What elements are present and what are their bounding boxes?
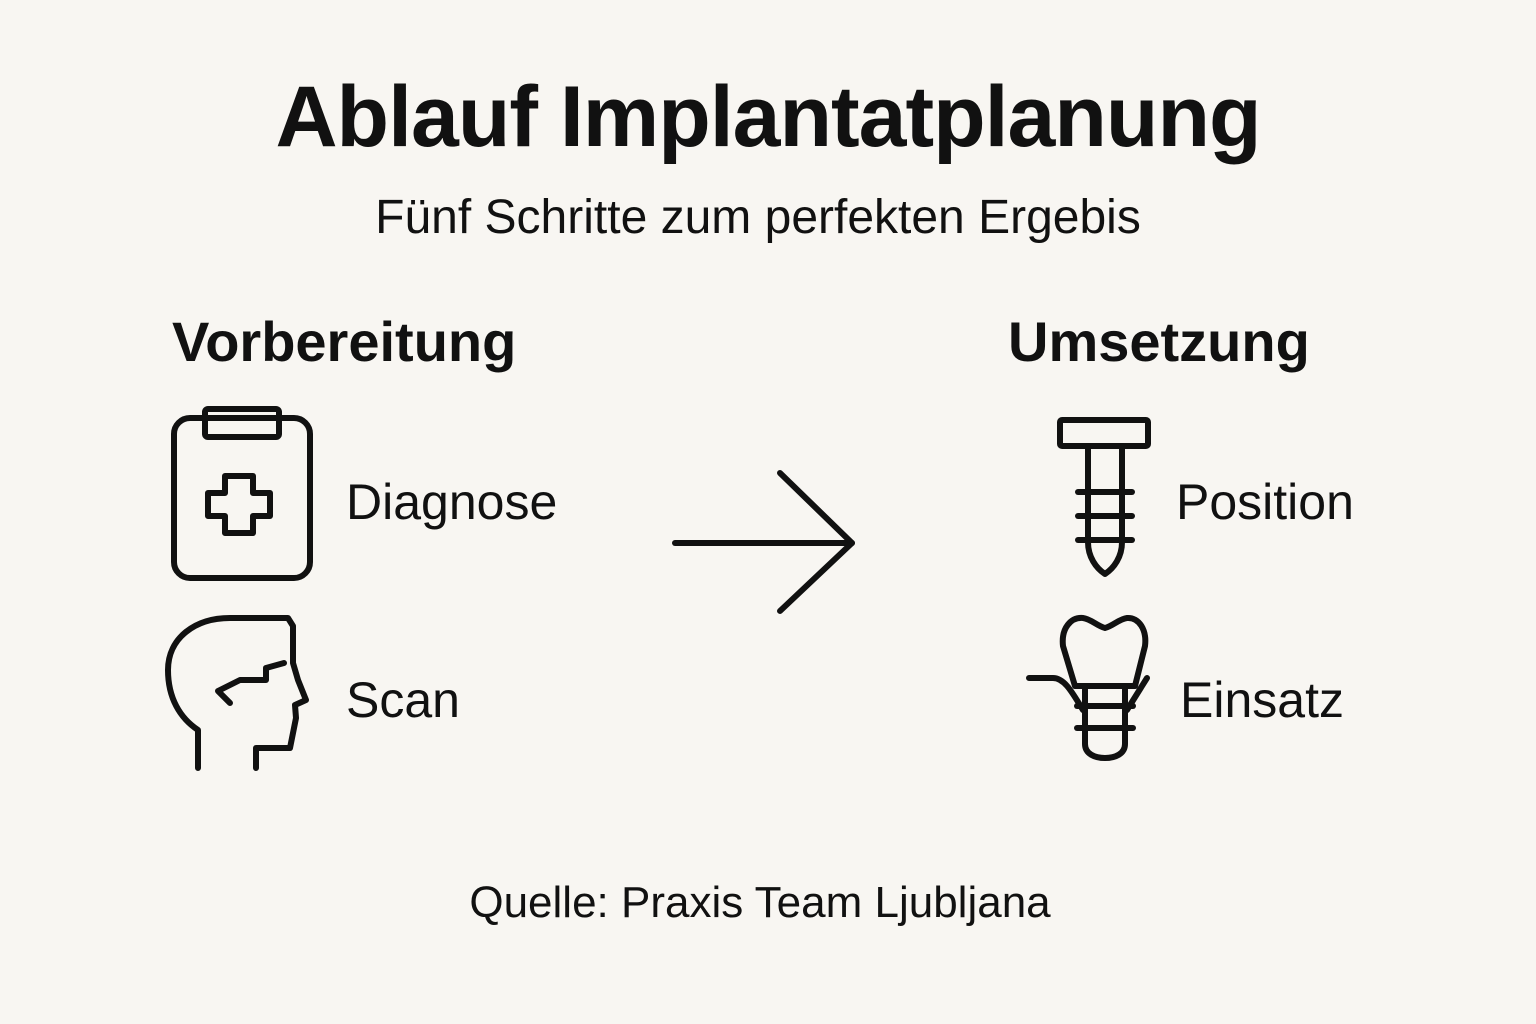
implant-crown-icon <box>1026 614 1150 761</box>
step-label-diagnose: Diagnose <box>346 474 558 530</box>
section-heading-umsetzung: Umsetzung <box>1008 310 1310 373</box>
step-label-einsatz: Einsatz <box>1180 672 1344 728</box>
page-subtitle: Fünf Schritte zum perfekten Ergebis <box>375 191 1141 244</box>
step-label-position: Position <box>1176 474 1354 530</box>
page-title: Ablauf Implantatplanung <box>275 69 1261 165</box>
step-label-scan: Scan <box>346 672 460 728</box>
section-heading-vorbereitung: Vorbereitung <box>172 310 517 373</box>
arrow-right-icon <box>672 470 855 614</box>
head-profile-icon <box>165 615 309 771</box>
source-note: Quelle: Praxis Team Ljubljana <box>469 878 1051 927</box>
implant-screw-icon <box>1057 417 1151 577</box>
medical-clipboard-icon <box>171 406 313 581</box>
